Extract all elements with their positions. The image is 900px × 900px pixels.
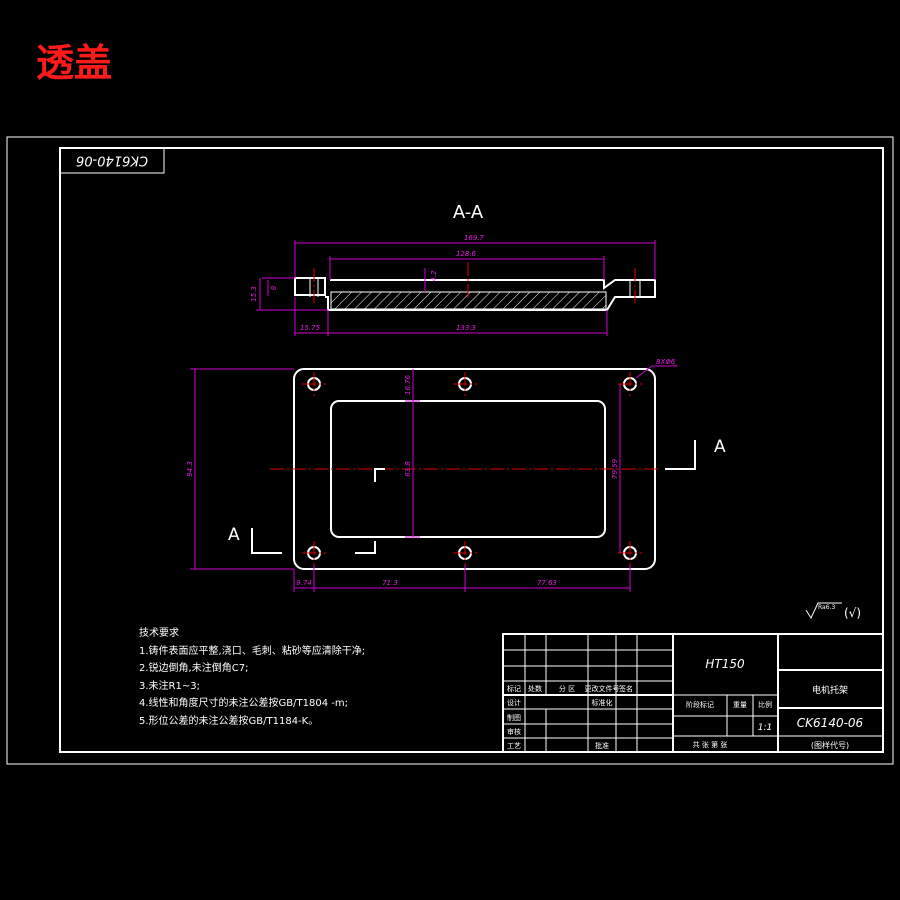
rev-header: 签名 [619,684,633,693]
dim-left-margin: 9.74 [296,579,312,587]
code-box-text: CK6140-06 [76,153,148,168]
scale-label: 比例 [758,700,772,709]
tech-note: 4.线性和角度尺寸的未注公差按GB/T1804 -m; [139,696,348,709]
role-label: 工艺 [507,742,521,750]
weight-label: 重量 [733,701,747,709]
code-box [59,147,165,174]
std-label: 标准化 [592,698,613,707]
stage-label: 阶段标记 [686,700,714,709]
title-block-border [502,633,884,753]
roughness-check-icon [805,602,842,620]
drawing-no-label: (图样代号) [811,740,849,750]
dim-top-margin: 16.76 [404,374,412,395]
cut-label-right: A [714,437,726,457]
dim-height: 15.3 [250,286,258,302]
tech-note: 2.锐边倒角,未注倒角C7; [139,661,248,674]
roughness-symbol: Ra6.3 (√) [805,602,861,620]
title-block: 标记 处数 分 区 更改文件号 签名 设计 制图 审核 工艺 标准化 批准 HT… [502,633,884,753]
section-view: A-A 169.7 128.6 4.2 8 15.3 15.75 [250,202,656,336]
paper-border [6,136,894,765]
dim-inner-height: 63.8 [404,461,412,477]
dim-overall-width: 169.7 [464,234,485,242]
cut-label-left: A [228,525,240,545]
dim-thickness: 8 [270,285,278,290]
dim-left-offset: 15.75 [300,324,321,332]
hole-leader [635,365,653,379]
cut-path-mid [374,468,385,482]
material: HT150 [705,657,745,671]
plan-view: A A 94.3 16.76 63.8 79.59 8XΦ6 9.74 71.3… [186,358,726,592]
tech-note: 5.形位公差的未注公差按GB/T1184-K。 [139,714,318,727]
tech-notes-heading: 技术要求 [139,626,179,639]
scale-value: 1:1 [758,723,772,733]
section-label: A-A [453,202,484,223]
dim-bottom-width: 133.3 [456,324,476,332]
approve-label: 批准 [595,741,609,750]
dim-pitch-1: 71.3 [382,579,398,587]
technical-requirements: 技术要求 1.铸件表面应平整,浇口、毛刺、粘砂等应清除干净; 2.锐边倒角,未注… [139,626,365,727]
drawing-no: CK6140-06 [797,716,864,730]
cut-path-low [355,541,376,554]
dim-total-height: 94.3 [186,461,194,477]
part-name: 电机托架 [812,684,848,696]
rev-header: 分 区 [559,684,575,693]
section-left-lip [294,277,326,296]
dim-inner-width: 128.6 [456,250,477,258]
roughness-other: (√) [844,606,861,620]
tech-note: 1.铸件表面应平整,浇口、毛刺、粘砂等应清除干净; [139,644,365,657]
tech-note: 3.未注R1~3; [139,679,200,692]
dim-holes: 8XΦ6 [656,358,676,366]
rev-header: 处数 [528,684,542,693]
role-label: 审核 [507,727,521,736]
dim-pitch-2: 77.63 [537,579,557,587]
header-title: 透盖 [36,40,112,85]
drawing-frame [59,147,884,753]
roughness-value: Ra6.3 [818,604,835,611]
cut-arrow-left [251,528,282,554]
rev-header: 标记 [507,684,521,693]
dim-depth-small: 4.2 [430,270,438,282]
rev-header: 更改文件号 [585,684,620,693]
section-body [325,279,656,311]
role-label: 设计 [507,698,521,707]
sheets-label: 共 张 第 张 [693,740,728,749]
cut-arrow-right [665,440,696,470]
dim-bolt-pitch: 79.59 [611,458,619,479]
role-label: 制图 [507,713,521,722]
